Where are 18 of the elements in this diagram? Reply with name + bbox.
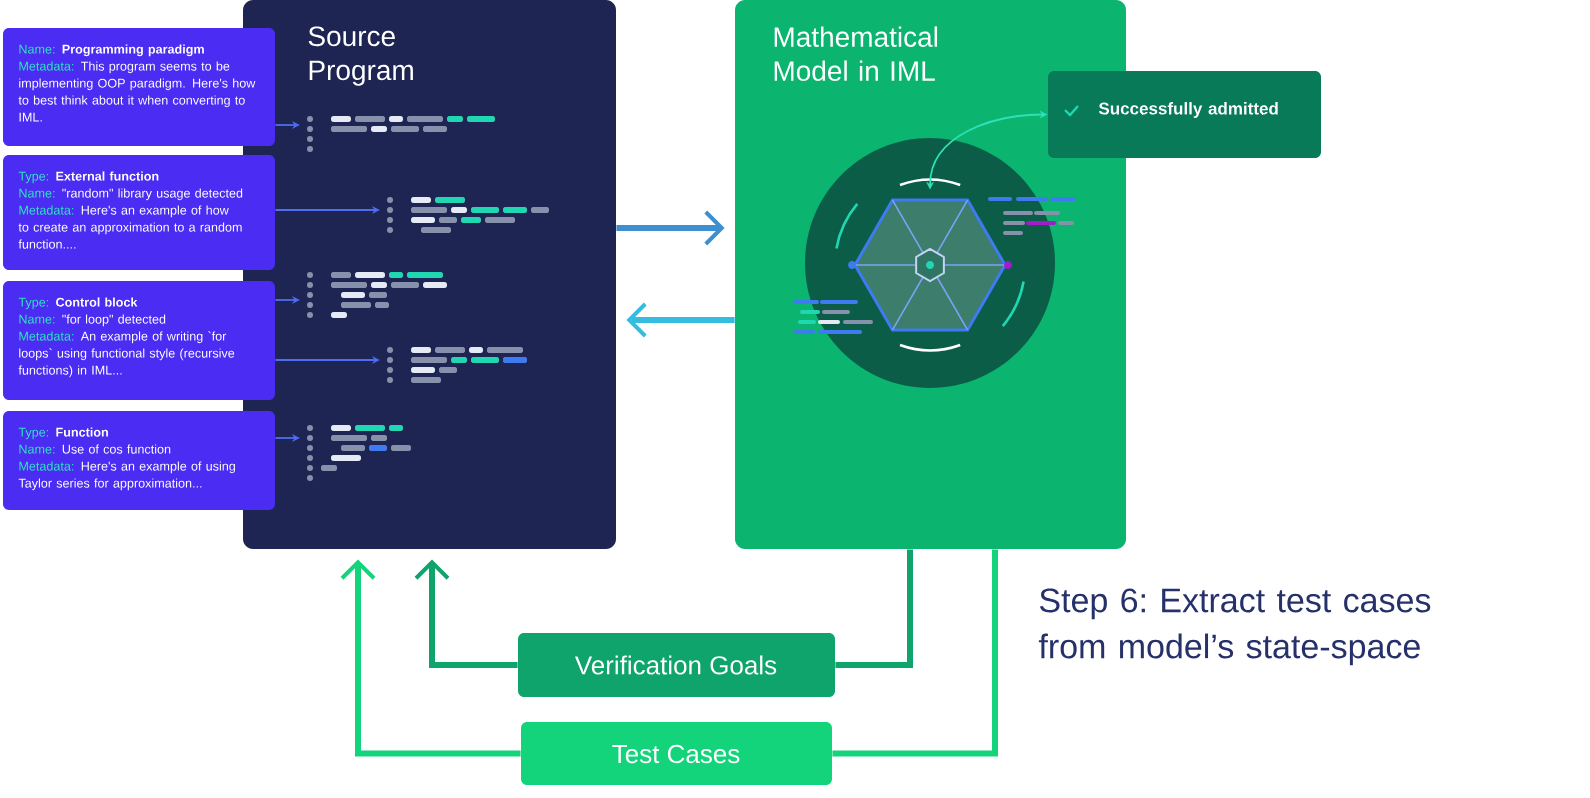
annotation-card: Name: Programming paradigm Metadata: This program seems to be implementing OOP paradigm. Here's how to best think about it when converting to IML. <box>3 28 275 146</box>
code-lines-drawing <box>307 425 411 481</box>
arrow <box>616 210 725 246</box>
arrow <box>626 302 735 338</box>
result-box: Verification Goals <box>518 633 835 697</box>
code-lines-drawing <box>387 197 549 233</box>
annotation-card: Type: External function Name: "random" library usage detected Metadata: Here's an example of how to create an approximation to a random function.... <box>3 155 275 270</box>
code-lines-drawing <box>307 116 495 152</box>
status-badge: Successfully admitted <box>1048 71 1321 158</box>
annotation-card: Type: Control block Name: "for loop" detected Metadata: An example of writing `for loops` using functional style (recursive functions) in IML... <box>3 281 275 400</box>
step-caption: Step 6: Extract test cases from model’s state-space <box>1038 588 1431 666</box>
annotation-card: Type: Function Name: Use of cos function Metadata: Here's an example of using Taylor series for approximation... <box>3 411 275 510</box>
arrow <box>414 559 518 668</box>
hexagon-drawing <box>835 178 1025 352</box>
arrow <box>340 559 521 757</box>
code-lines-drawing <box>307 272 447 318</box>
code-lines-drawing <box>387 347 527 383</box>
result-box: Test Cases <box>521 722 832 785</box>
